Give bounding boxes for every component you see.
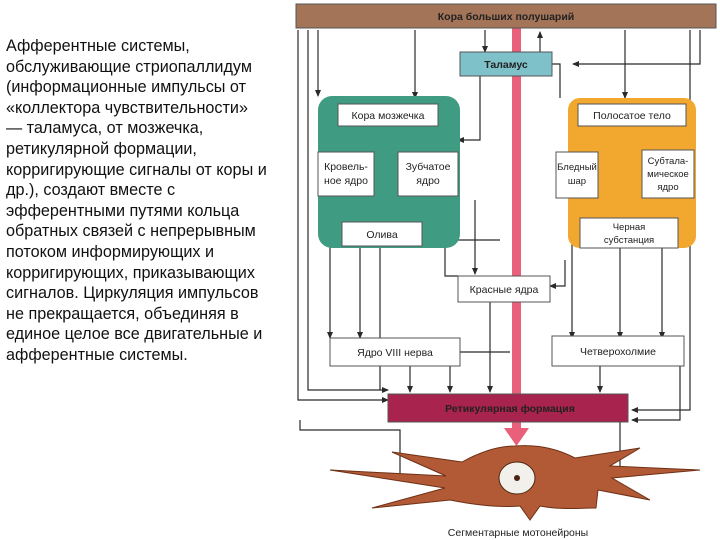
red-nuclei-label: Красные ядра bbox=[470, 284, 539, 296]
dentate-nucleus-node: Зубчатое ядро bbox=[397, 151, 459, 197]
substantia-nigra-line-2: субстанция bbox=[604, 235, 654, 246]
thalamus-node: Таламус bbox=[459, 51, 553, 77]
subthalamic-line-3: ядро bbox=[657, 182, 678, 193]
substantia-nigra-line-1: Черная bbox=[613, 222, 646, 233]
thalamus-label: Таламус bbox=[484, 59, 528, 71]
substantia-nigra-node: Черная субстанция bbox=[579, 217, 679, 249]
reticular-formation-node: Ретикулярная формация bbox=[387, 393, 629, 423]
central-axis bbox=[512, 8, 521, 428]
globus-pallidus-line-2: шар bbox=[568, 176, 586, 187]
subthalamic-line-1: Субтала- bbox=[648, 156, 689, 167]
cerebellum-group bbox=[318, 96, 460, 248]
cerebellar-cortex-label: Кора мозжечка bbox=[352, 110, 425, 122]
description-text: Афферентные системы, обслуживающие стрио… bbox=[6, 37, 267, 364]
cortex-node: Кора больших полушарий bbox=[295, 3, 717, 29]
dentate-nucleus-line-2: ядро bbox=[416, 175, 440, 187]
cortex-label: Кора больших полушарий bbox=[438, 11, 575, 23]
reticular-formation-label: Ретикулярная формация bbox=[445, 403, 575, 415]
nucleus-viii-label: Ядро VIII нерва bbox=[357, 347, 433, 359]
basal-ganglia-group bbox=[568, 98, 696, 248]
quadrigemina-label: Четверохолмие bbox=[580, 346, 656, 358]
quadrigemina-node: Четверохолмие bbox=[551, 335, 685, 367]
roof-nucleus-line-1: Кровель- bbox=[324, 161, 368, 173]
motoneurons-label: Сегментарные мотонейроны bbox=[448, 527, 588, 539]
central-axis-arrow bbox=[504, 428, 529, 446]
motoneuron-illustration bbox=[329, 445, 701, 521]
roof-nucleus-line-2: ное ядро bbox=[324, 175, 368, 187]
subthalamic-line-2: мическое bbox=[647, 169, 689, 180]
olive-node: Олива bbox=[341, 221, 423, 247]
dentate-nucleus-line-1: Зубчатое bbox=[406, 161, 451, 173]
globus-pallidus-node: Бледный шар bbox=[555, 151, 599, 199]
nucleus-viii-node: Ядро VIII нерва bbox=[329, 337, 461, 367]
globus-pallidus-line-1: Бледный bbox=[557, 162, 597, 173]
roof-nucleus-node: Кровель- ное ядро bbox=[317, 151, 375, 197]
olive-label: Олива bbox=[366, 229, 398, 241]
striatum-label: Полосатое тело bbox=[593, 110, 671, 122]
striatum-node: Полосатое тело bbox=[577, 103, 687, 127]
cerebellar-cortex-node: Кора мозжечка bbox=[337, 103, 439, 127]
subthalamic-nucleus-node: Субтала- мическое ядро bbox=[641, 149, 695, 199]
red-nuclei-node: Красные ядра bbox=[457, 275, 551, 303]
